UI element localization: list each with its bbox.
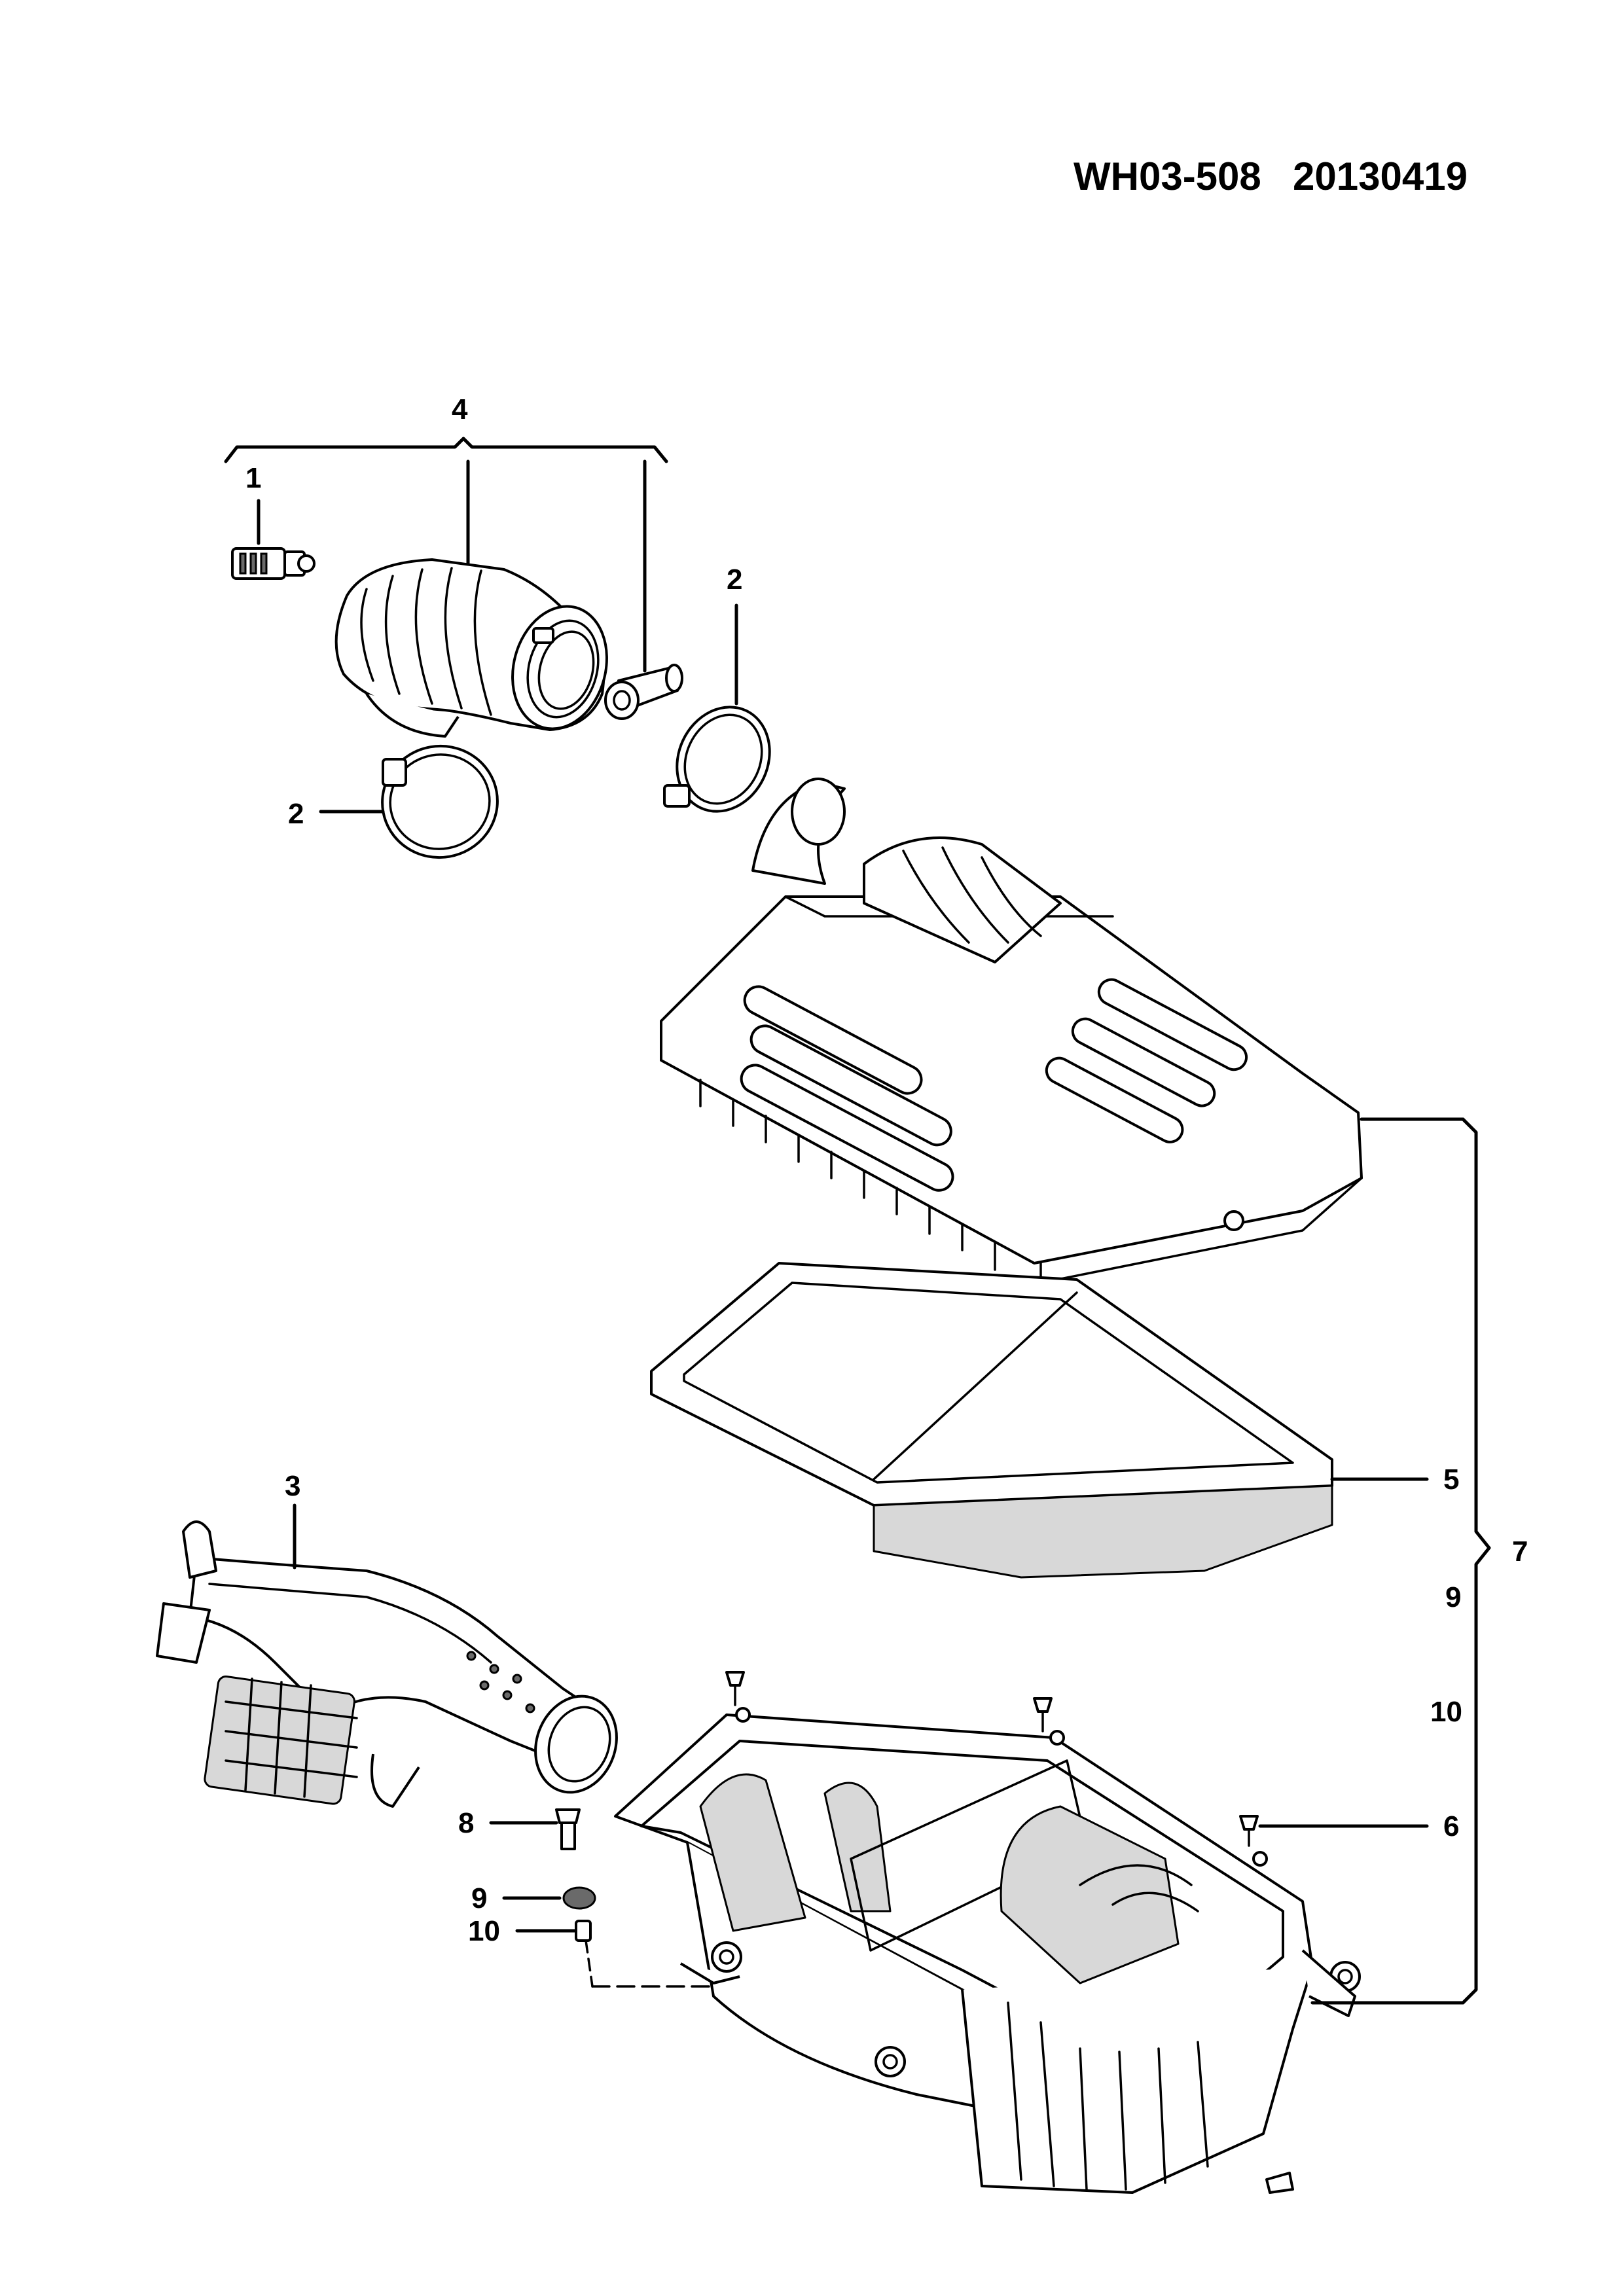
callout-2-lower: 2: [288, 798, 304, 830]
group-7-bracket: [1310, 1117, 1491, 2005]
callout-9-right: 9: [1445, 1581, 1461, 1613]
sensor-part-1: [231, 499, 316, 580]
callout-10-left: 10: [468, 1915, 500, 1947]
doc-date: 20130419: [1293, 154, 1468, 198]
air-filter-lower-housing: [614, 1707, 1361, 2194]
callout-9-left: 9: [471, 1882, 487, 1914]
callout-4: 4: [452, 393, 468, 425]
housing-fasteners: [725, 1671, 1429, 1847]
air-filter-cover: [660, 778, 1363, 1284]
callout-2-upper: 2: [727, 564, 742, 596]
callout-7: 7: [1512, 1535, 1528, 1568]
callout-6: 6: [1443, 1810, 1459, 1842]
air-inlet-duct-part-3: [156, 1503, 618, 1808]
group-4-bracket: [224, 437, 668, 673]
breather-nipple: [604, 664, 683, 720]
mounting-stack-8-9-10: [489, 1808, 715, 1988]
callout-5: 5: [1443, 1463, 1459, 1496]
callout-1: 1: [245, 462, 261, 494]
callout-3: 3: [285, 1470, 300, 1502]
callout-8: 8: [458, 1807, 474, 1839]
hose-clamp-lower: [319, 744, 499, 859]
intake-bellows-part-4: [334, 558, 608, 738]
air-filter-element-part-5: [650, 1262, 1429, 1579]
hose-clamp-upper: [663, 603, 771, 813]
doc-code: WH03-508: [1074, 154, 1261, 198]
callout-10-right: 10: [1430, 1696, 1462, 1728]
